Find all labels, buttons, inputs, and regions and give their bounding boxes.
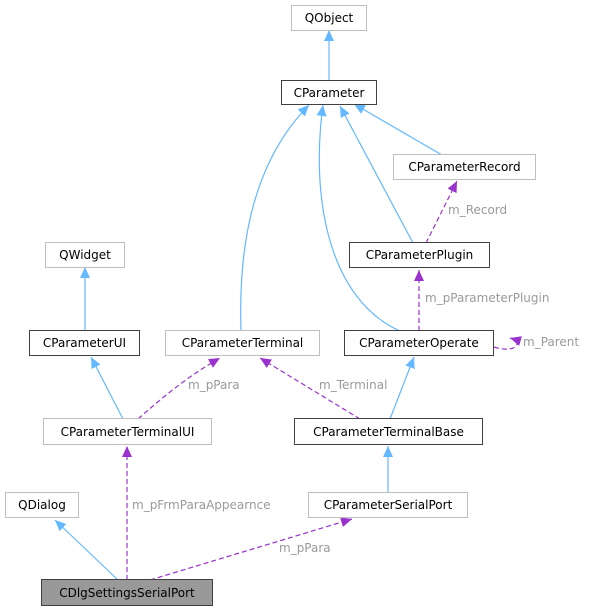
edge-label-m-ppara-terminalui: m_pPara <box>188 378 240 392</box>
edge-label-m-ppara-serialport: m_pPara <box>279 541 331 555</box>
edge-label-m-parent: m_Parent <box>523 335 580 349</box>
node-cparameterterminalbase[interactable]: CParameterTerminalBase <box>294 418 483 445</box>
edge-cparameterterminalbase-uses-cparameterterminal <box>259 357 361 420</box>
edge-label-m-terminal: m_Terminal <box>319 378 388 392</box>
node-cdlgsettingsserialport[interactable]: CDlgSettingsSerialPort <box>41 579 213 606</box>
node-cparameterterminalui[interactable]: CParameterTerminalUI <box>43 418 212 445</box>
edge-cparameterterminal-to-cparameter <box>240 104 310 332</box>
node-cparameter[interactable]: CParameter <box>281 80 377 105</box>
node-cparameterterminal[interactable]: CParameterTerminal <box>165 330 320 356</box>
edge-cparameterterminalui-to-cparameterui <box>90 356 124 420</box>
edge-cdlgsettingsserialport-to-qdialog <box>54 519 119 581</box>
edge-label-m-pfrmparaappearnce: m_pFrmParaAppearnce <box>132 498 271 512</box>
edge-cparameteroperate-uses-self <box>493 336 522 350</box>
edge-cdlgsettingsserialport-uses-cparameterserialport <box>149 517 353 581</box>
edge-cparameterterminalui-uses-cparameterterminal <box>137 357 221 420</box>
node-qdialog[interactable]: QDialog <box>5 492 79 518</box>
node-cparameterplugin[interactable]: CParameterPlugin <box>349 242 490 268</box>
node-qwidget[interactable]: QWidget <box>45 242 125 268</box>
edge-label-m-record: m_Record <box>448 203 508 217</box>
edge-cparameterterminalbase-to-cparameteroperate <box>389 356 415 420</box>
edge-cparameteroperate-to-cparameter <box>316 104 401 332</box>
node-cparameterui[interactable]: CParameterUI <box>29 330 140 356</box>
edge-cparameterplugin-uses-cparameterrecord <box>425 180 458 244</box>
edge-cparameterrecord-to-cparameter <box>353 103 443 156</box>
node-cparameterrecord[interactable]: CParameterRecord <box>393 154 536 180</box>
node-cparameteroperate[interactable]: CParameterOperate <box>344 330 494 356</box>
node-qobject[interactable]: QObject <box>291 5 367 31</box>
node-cparameterserialport[interactable]: CParameterSerialPort <box>308 492 468 518</box>
edge-label-m-pparameterplugin: m_pParameterPlugin <box>425 291 550 305</box>
edge-cparameterplugin-to-cparameter <box>339 105 414 244</box>
